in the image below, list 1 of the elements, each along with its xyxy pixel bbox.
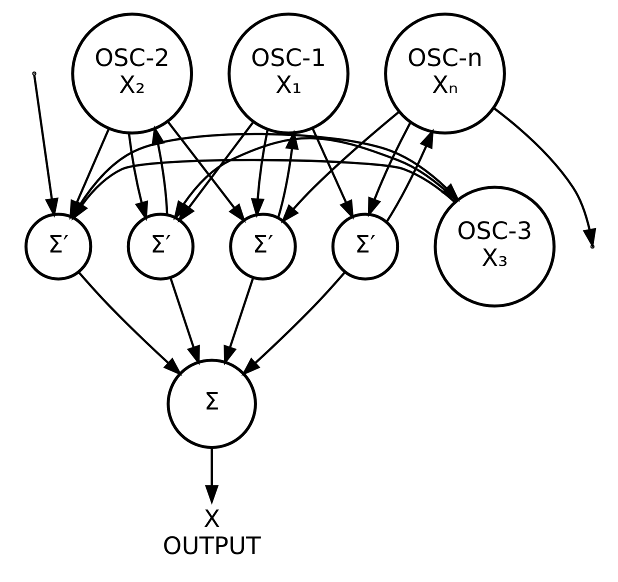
node-text: X OUTPUT <box>162 504 260 560</box>
